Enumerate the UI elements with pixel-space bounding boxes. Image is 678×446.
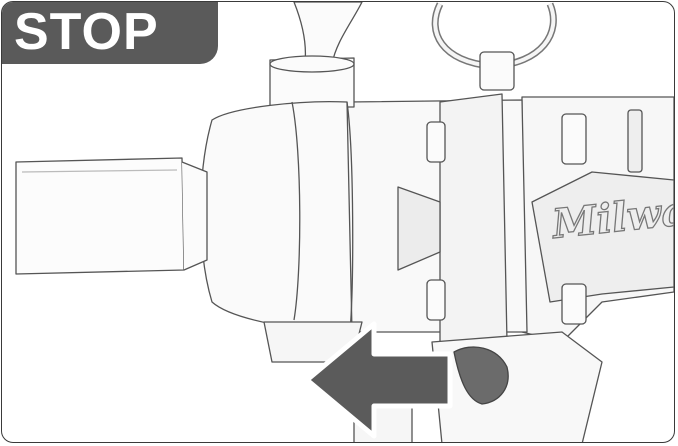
- handle: [431, 331, 603, 442]
- anvil-head: [200, 101, 353, 333]
- top-handle: [293, 2, 363, 65]
- stop-label: STOP: [14, 3, 159, 61]
- stop-badge: STOP: [2, 2, 218, 64]
- trigger: [453, 346, 509, 405]
- arrow-left-icon: [304, 321, 453, 439]
- socket: [15, 157, 185, 275]
